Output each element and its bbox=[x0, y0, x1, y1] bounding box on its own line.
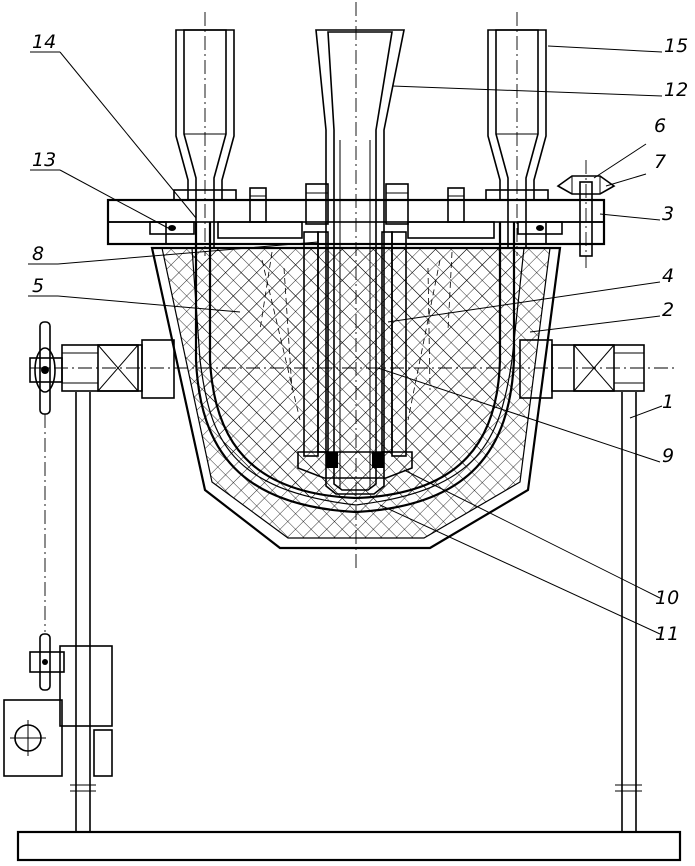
right-support-post bbox=[615, 392, 642, 832]
left-pivot-bearing bbox=[62, 340, 174, 398]
right-pivot-bearing bbox=[520, 340, 644, 398]
lower-sprocket bbox=[30, 634, 64, 690]
label-8: 8 bbox=[32, 243, 44, 265]
label-14: 14 bbox=[32, 31, 56, 53]
base-plate bbox=[18, 832, 680, 860]
label-4: 4 bbox=[662, 265, 674, 287]
gearbox bbox=[4, 646, 112, 776]
label-11: 11 bbox=[655, 623, 679, 645]
label-10: 10 bbox=[655, 587, 679, 609]
label-6: 6 bbox=[654, 115, 666, 137]
label-1: 1 bbox=[662, 391, 674, 413]
label-13: 13 bbox=[32, 149, 56, 171]
left-support-post bbox=[70, 392, 96, 832]
cover-bolts bbox=[250, 184, 464, 224]
label-15: 15 bbox=[664, 35, 688, 57]
label-3: 3 bbox=[662, 203, 674, 225]
label-9: 9 bbox=[662, 445, 674, 467]
label-2: 2 bbox=[662, 299, 674, 321]
label-5: 5 bbox=[32, 275, 44, 297]
label-12: 12 bbox=[664, 79, 688, 101]
label-7: 7 bbox=[654, 151, 666, 173]
